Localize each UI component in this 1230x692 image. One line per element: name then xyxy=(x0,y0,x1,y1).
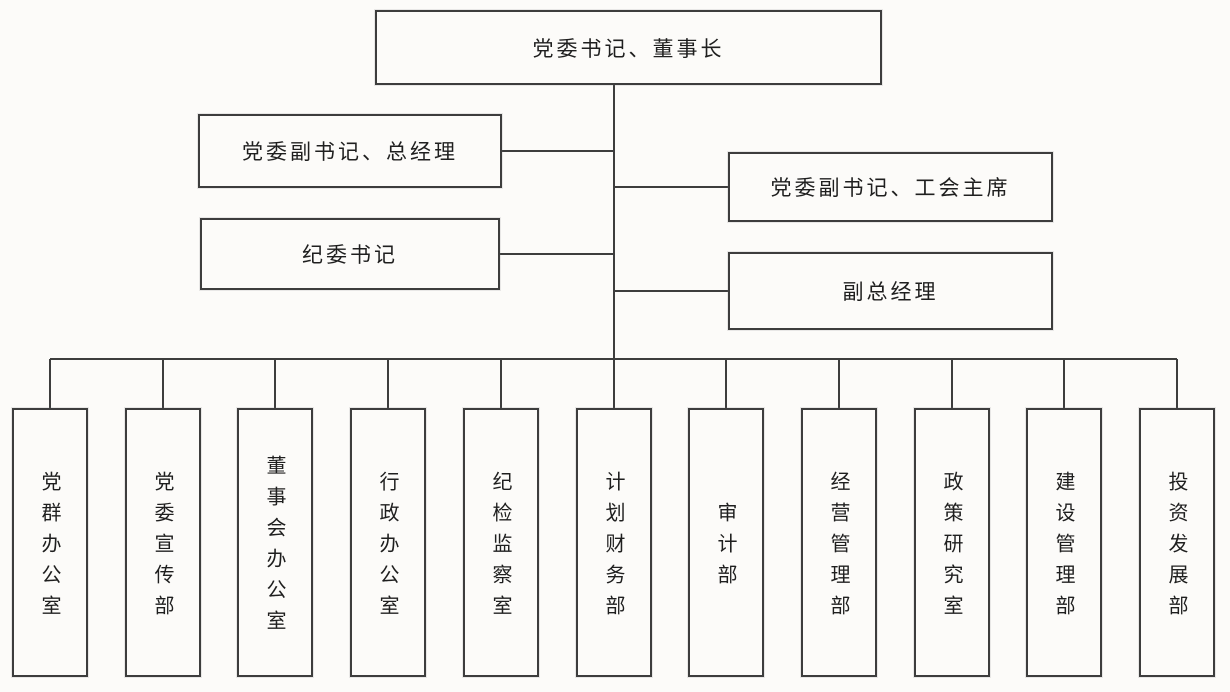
exec-box-discipline-secretary-label: 纪委书记 xyxy=(302,243,398,267)
dept-box-planning-finance-label: 计划财务部 xyxy=(602,470,626,626)
dept-box-party-masses-office: 党群办公室 xyxy=(12,408,88,677)
exec-box-deputy-gm: 副总经理 xyxy=(728,252,1053,330)
exec-box-deputy-secretary-gm-label: 党委副书记、总经理 xyxy=(242,140,458,164)
dept-box-construction-management: 建设管理部 xyxy=(1026,408,1102,677)
dept-box-investment-development-label: 投资发展部 xyxy=(1165,470,1189,626)
dept-box-audit: 审计部 xyxy=(688,408,764,677)
root-box-label: 党委书记、董事长 xyxy=(532,36,725,61)
dept-box-policy-research-office-label: 政策研究室 xyxy=(940,470,964,626)
dept-box-discipline-inspection-office: 纪检监察室 xyxy=(463,408,539,677)
dept-box-discipline-inspection-office-label: 纪检监察室 xyxy=(489,470,513,626)
dept-box-board-office-label: 董事会办公室 xyxy=(263,455,287,641)
exec-box-deputy-secretary-union-chair: 党委副书记、工会主席 xyxy=(728,152,1053,222)
dept-box-policy-research-office: 政策研究室 xyxy=(914,408,990,677)
dept-box-admin-office-label: 行政办公室 xyxy=(376,470,400,626)
dept-box-investment-development: 投资发展部 xyxy=(1139,408,1215,677)
dept-box-business-management: 经营管理部 xyxy=(801,408,877,677)
dept-box-party-publicity-label: 党委宣传部 xyxy=(151,470,175,626)
dept-box-audit-label: 审计部 xyxy=(714,501,738,595)
dept-box-admin-office: 行政办公室 xyxy=(350,408,426,677)
dept-box-planning-finance: 计划财务部 xyxy=(576,408,652,677)
root-box-chairman: 党委书记、董事长 xyxy=(375,10,882,85)
exec-box-discipline-secretary: 纪委书记 xyxy=(200,218,500,290)
dept-box-party-masses-office-label: 党群办公室 xyxy=(38,470,62,626)
dept-box-party-publicity: 党委宣传部 xyxy=(125,408,201,677)
dept-box-construction-management-label: 建设管理部 xyxy=(1052,470,1076,626)
exec-box-deputy-secretary-gm: 党委副书记、总经理 xyxy=(198,114,502,188)
dept-box-business-management-label: 经营管理部 xyxy=(827,470,851,626)
exec-box-deputy-secretary-union-chair-label: 党委副书记、工会主席 xyxy=(770,176,1011,200)
exec-box-deputy-gm-label: 副总经理 xyxy=(842,280,939,304)
dept-box-board-office: 董事会办公室 xyxy=(237,408,313,677)
